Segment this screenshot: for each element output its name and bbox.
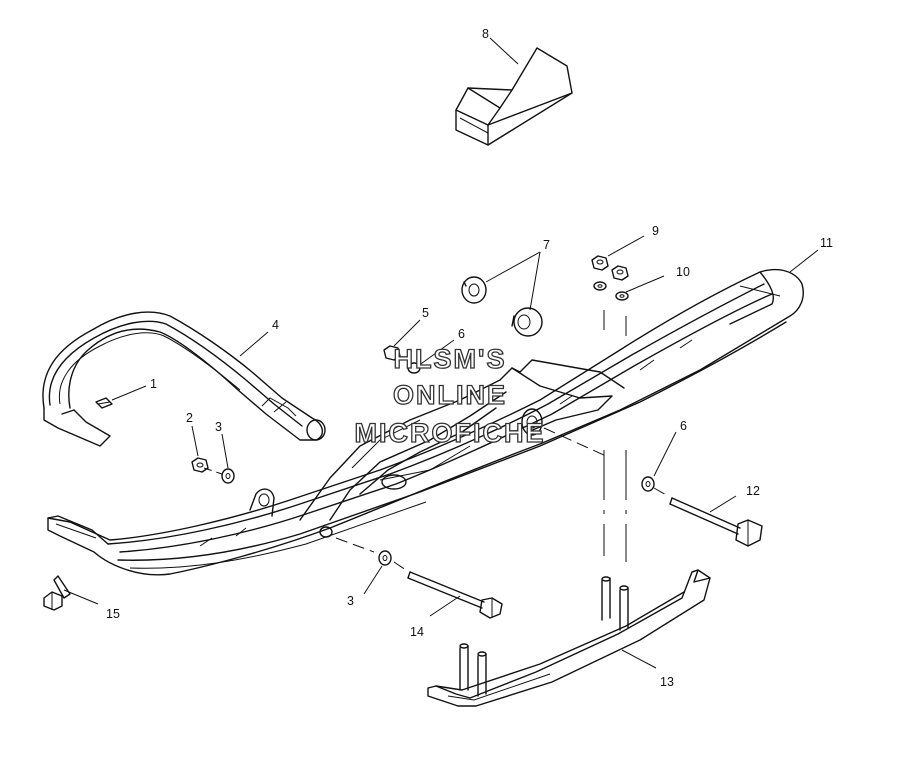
part-2-nut (191, 457, 209, 473)
part-1-rivet (95, 397, 113, 409)
callout-13: 13 (660, 675, 674, 689)
part-14-bolt (407, 571, 503, 619)
callout-12: 12 (746, 484, 760, 498)
leader-lines (63, 37, 819, 669)
part-15-bolt (43, 575, 71, 611)
part-8-saddle (455, 47, 573, 146)
assembly-lines (203, 310, 669, 571)
callout-11: 11 (820, 236, 833, 250)
callout-6-upper: 6 (458, 327, 465, 341)
watermark: HLSM'S ONLINE MICROFICHE (354, 343, 546, 448)
callout-8: 8 (482, 27, 489, 41)
watermark-line-3: MICROFICHE (355, 418, 546, 448)
callout-15: 15 (106, 607, 120, 621)
callout-6-right: 6 (680, 419, 687, 433)
callout-1: 1 (150, 377, 157, 391)
part-7-bushings (461, 276, 543, 337)
part-6-washer-upper (407, 362, 421, 374)
part-4-ski-loop (42, 311, 326, 447)
part-3-washer-lower (378, 550, 392, 566)
part-10-washers (593, 281, 629, 301)
part-3-washer-upper (221, 468, 235, 484)
part-5-nut (383, 345, 401, 361)
part-13-wear-bar (427, 569, 711, 707)
watermark-line-2: ONLINE (393, 380, 507, 410)
callout-4: 4 (272, 318, 279, 332)
callout-14: 14 (410, 625, 424, 639)
callout-10: 10 (676, 265, 690, 279)
part-6-washer-right (641, 476, 655, 492)
watermark-line-1: HLSM'S (394, 344, 507, 374)
callout-3-lower: 3 (347, 594, 354, 608)
callout-7: 7 (543, 238, 550, 252)
callout-labels: 1 2 3 3 4 5 6 6 7 8 9 10 11 12 13 14 15 (106, 27, 833, 689)
part-9-nuts (591, 255, 629, 281)
callout-2: 2 (186, 411, 193, 425)
part-11-ski-body (47, 268, 804, 576)
callout-9: 9 (652, 224, 659, 238)
part-12-bolt (669, 497, 763, 547)
callout-3-upper: 3 (215, 420, 222, 434)
callout-5: 5 (422, 306, 429, 320)
